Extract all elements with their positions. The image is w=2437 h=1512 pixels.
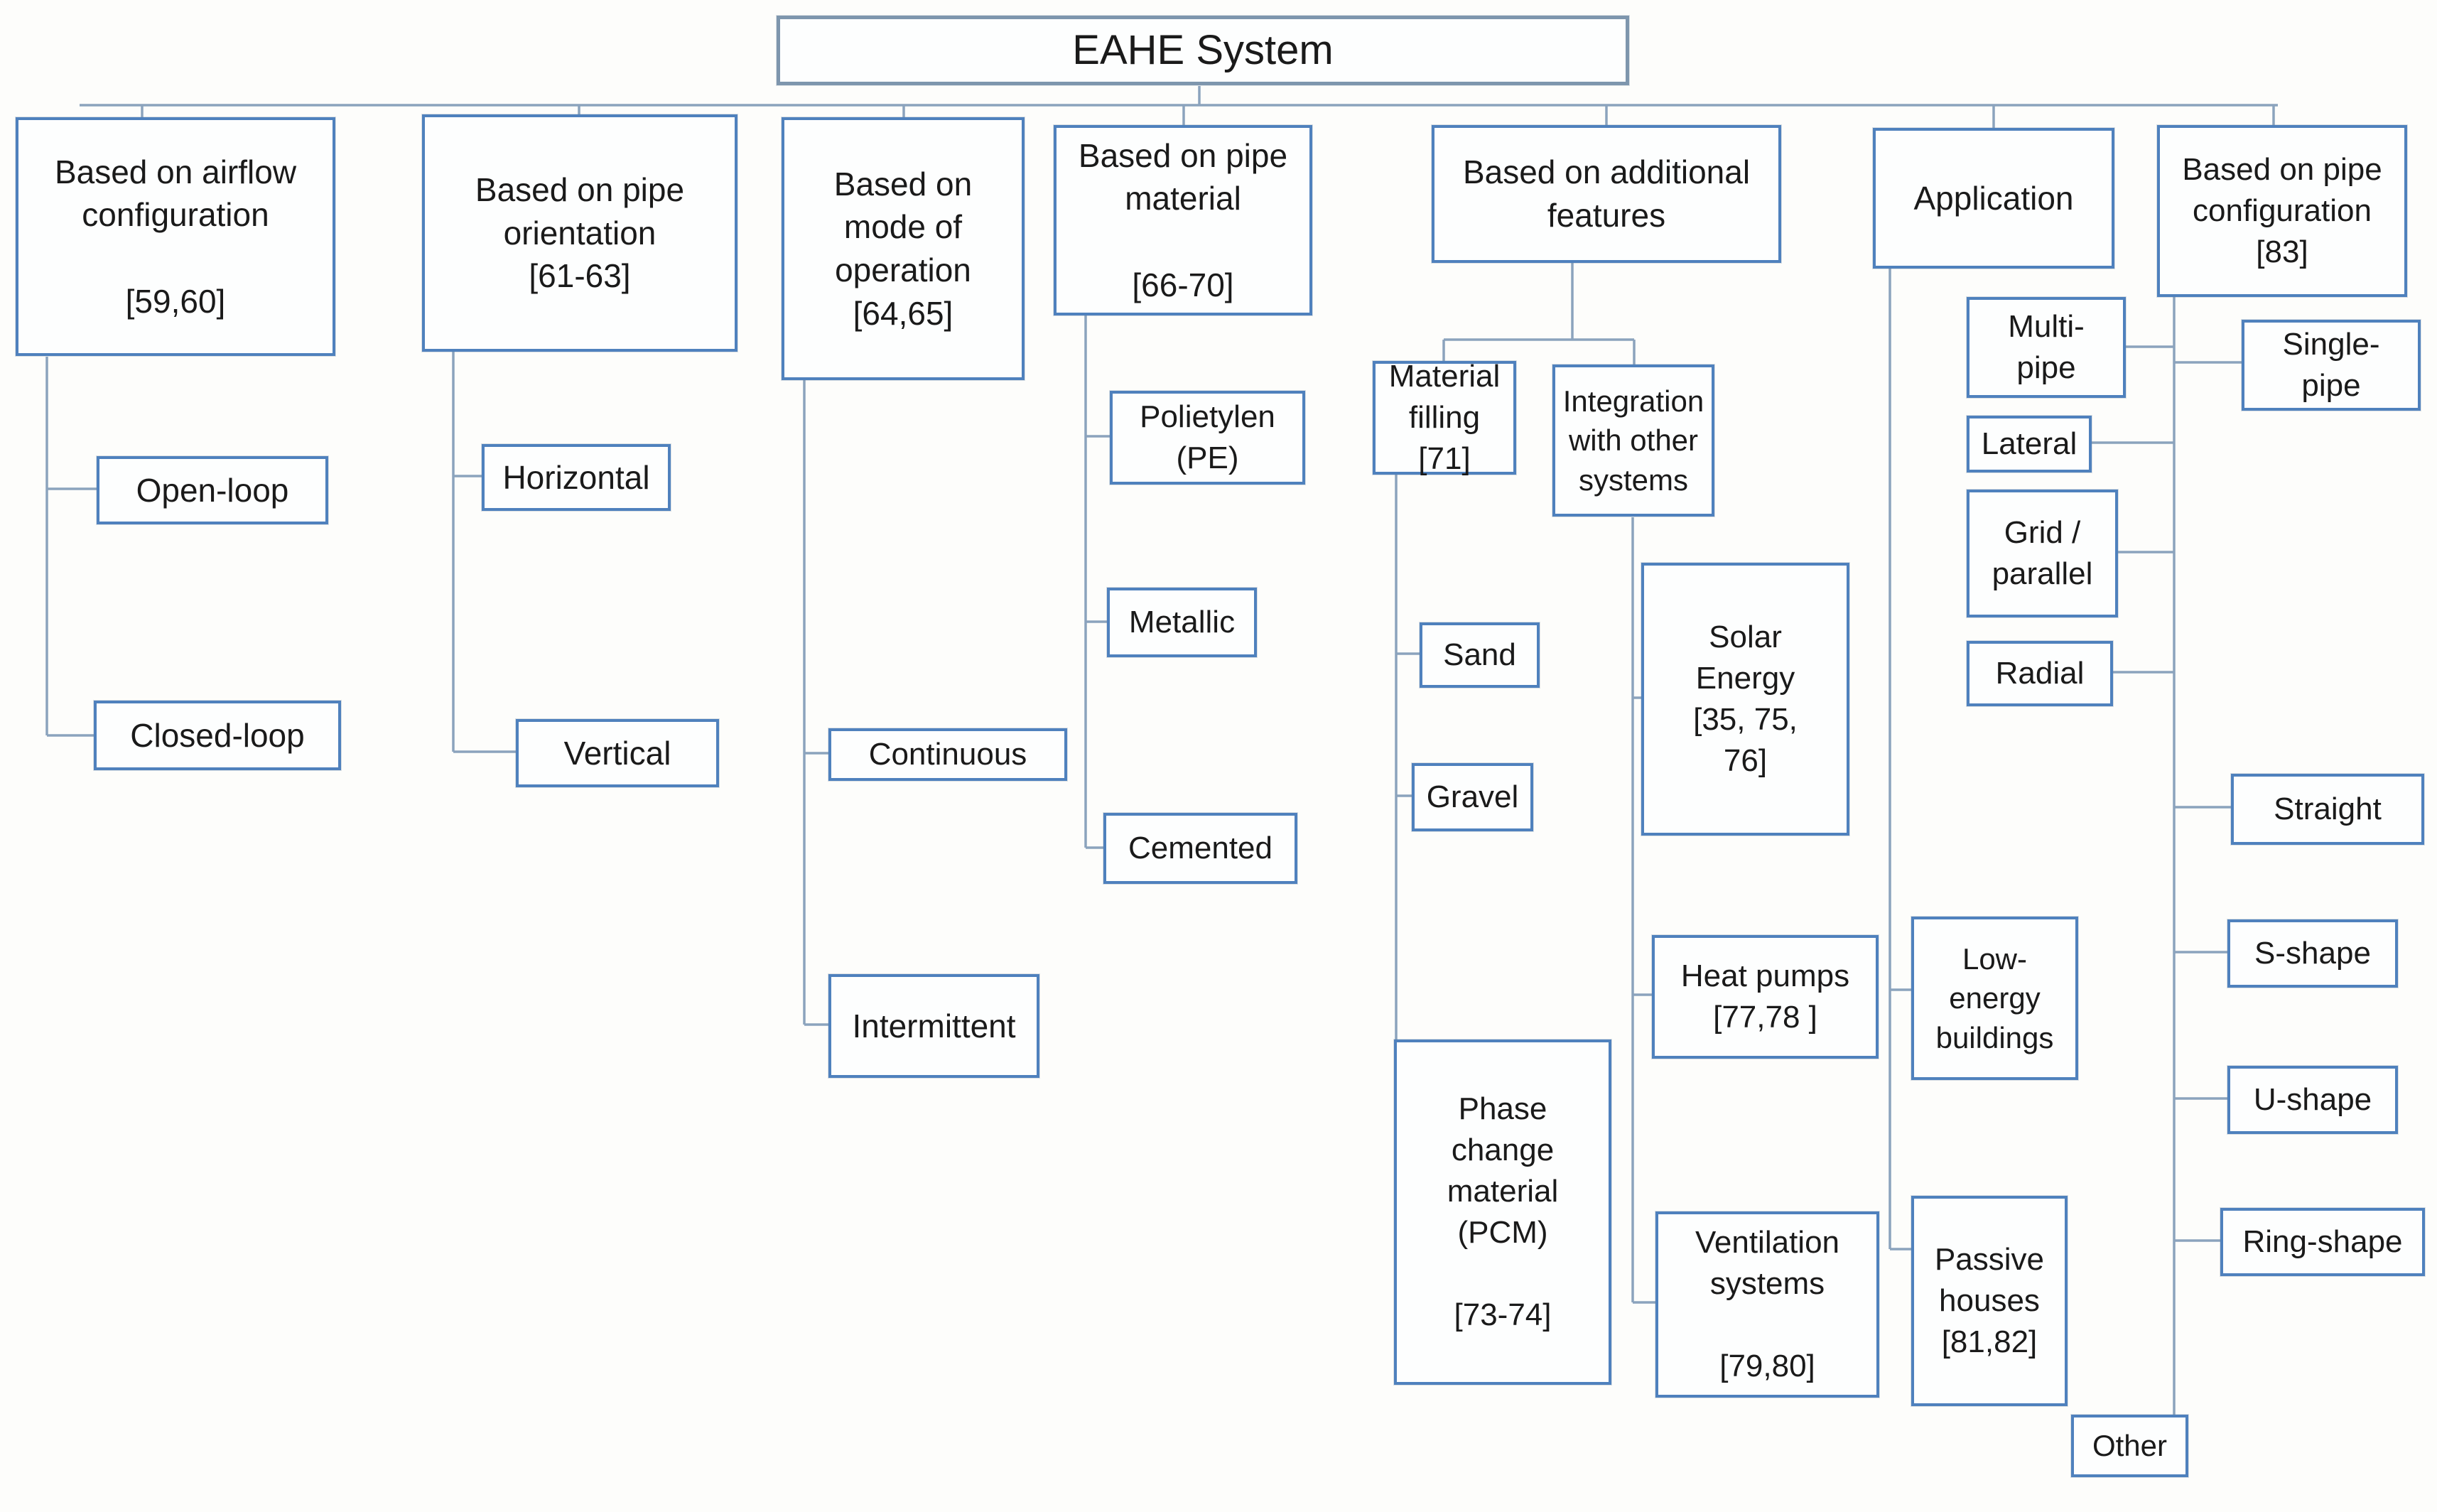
node-pipe-orientation: Based on pipe orientation [61-63]: [422, 114, 737, 352]
node-mode-of-operation: Based on mode of operation [64,65]: [782, 117, 1025, 380]
node-cemented: Cemented: [1103, 813, 1297, 884]
node-closed-loop: Closed-loop: [94, 701, 341, 770]
node-gravel: Gravel: [1412, 763, 1533, 831]
node-sand: Sand: [1420, 622, 1540, 688]
node-additional-features: Based on additional features: [1432, 125, 1781, 263]
node-straight: Straight: [2231, 774, 2424, 845]
node-u-shape: U-shape: [2227, 1066, 2398, 1134]
node-lateral: Lateral: [1967, 416, 2092, 472]
node-vertical: Vertical: [516, 719, 719, 787]
node-horizontal: Horizontal: [482, 444, 671, 511]
node-pipe-material: Based on pipe material [66-70]: [1054, 125, 1312, 315]
node-polietylen-pe: Polietylen (PE): [1110, 391, 1305, 485]
node-metallic: Metallic: [1107, 588, 1257, 657]
node-intermittent: Intermittent: [828, 974, 1039, 1078]
node-ring-shape: Ring-shape: [2220, 1208, 2425, 1276]
node-solar-energy: Solar Energy [35, 75, 76]: [1641, 563, 1849, 836]
node-integration-other-systems: Integration with other systems: [1552, 364, 1714, 517]
node-multi-pipe: Multi- pipe: [1967, 297, 2126, 398]
node-pipe-configuration: Based on pipe configuration [83]: [2157, 125, 2407, 297]
node-radial: Radial: [1967, 641, 2113, 706]
node-grid-parallel: Grid / parallel: [1967, 490, 2118, 617]
node-s-shape: S-shape: [2227, 919, 2398, 988]
node-material-filling: Material filling [71]: [1373, 359, 1516, 476]
node-airflow-configuration: Based on airflow configuration [59,60]: [16, 117, 335, 356]
node-passive-houses: Passive houses [81,82]: [1911, 1196, 2068, 1406]
node-open-loop: Open-loop: [97, 456, 328, 524]
node-ventilation-systems: Ventilation systems [79,80]: [1655, 1211, 1879, 1398]
node-application: Application: [1873, 128, 2114, 269]
node-phase-change-material: Phase change material (PCM) [73-74]: [1394, 1040, 1611, 1385]
node-continuous: Continuous: [828, 728, 1067, 781]
node-eahe-system: EAHE System: [777, 16, 1629, 85]
node-single-pipe: Single- pipe: [2242, 320, 2421, 411]
node-low-energy-buildings: Low-energy buildings: [1911, 917, 2078, 1080]
node-heat-pumps: Heat pumps [77,78 ]: [1652, 935, 1879, 1059]
node-other: Other: [2071, 1415, 2188, 1477]
